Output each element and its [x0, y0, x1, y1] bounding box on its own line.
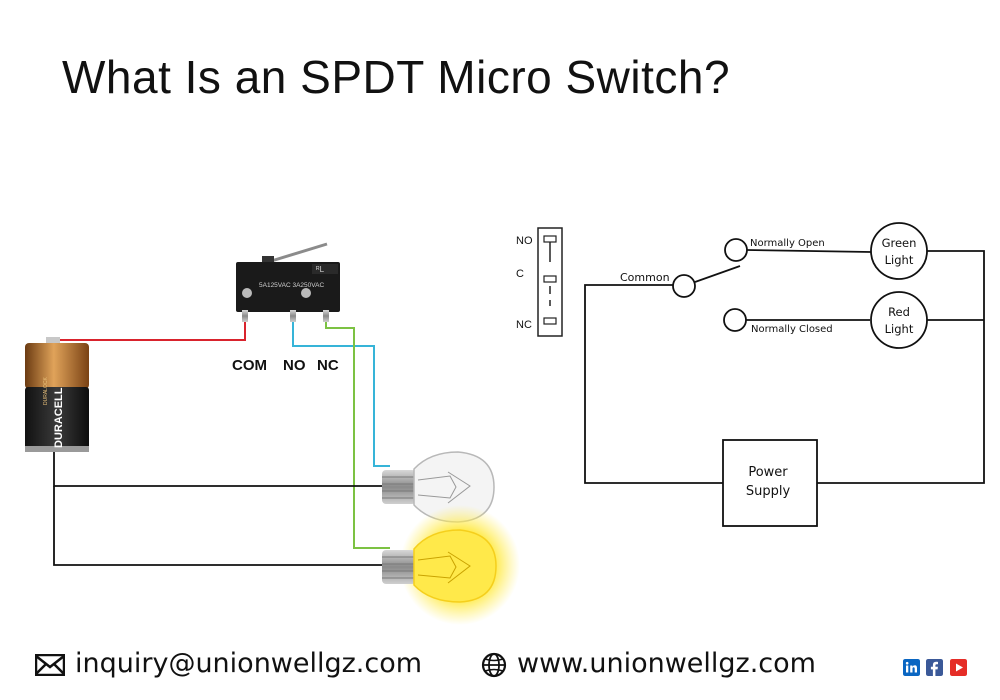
email-text[interactable]: inquiry@unionwellgz.com	[75, 648, 423, 679]
battery: DURACELL DURALOCK	[25, 337, 89, 452]
footer-email[interactable]: inquiry@unionwellgz.com	[34, 648, 423, 679]
common-terminal	[672, 274, 696, 298]
common-label: Common	[620, 271, 670, 284]
linkedin-icon[interactable]	[903, 659, 920, 677]
power-supply-label-line1: Power	[748, 465, 788, 480]
globe-icon	[481, 652, 507, 677]
green-light	[870, 222, 928, 280]
mail-icon	[34, 653, 66, 676]
switch-lever	[694, 265, 741, 283]
spdt-symbol	[537, 227, 563, 337]
schematic-left-wire	[584, 284, 723, 484]
normally-closed-label: Normally Closed	[751, 324, 833, 335]
facebook-icon[interactable]	[926, 659, 944, 677]
switch-rating: 5A125VAC 3A250VAC	[259, 282, 324, 289]
red-light-label-line1: Red	[888, 305, 910, 319]
nc-wire	[325, 322, 390, 549]
terminal-label-com: COM	[232, 357, 267, 374]
battery-brand: DURACELL	[53, 387, 65, 448]
switch-mark: ᴿL	[316, 265, 325, 274]
green-light-label-line1: Green	[882, 236, 917, 250]
symbol-label-nc: NC	[516, 319, 532, 331]
social-links	[903, 659, 969, 677]
symbol-label-no: NO	[516, 235, 533, 247]
no-terminal	[724, 238, 748, 262]
battery-small-text: DURALOCK	[43, 377, 49, 405]
micro-switch: 5A125VAC 3A250VAC ᴿL	[236, 242, 340, 322]
red-light	[870, 291, 928, 349]
power-supply-label-line2: Supply	[746, 484, 791, 499]
nc-terminal	[723, 308, 747, 332]
red-light-label-line2: Light	[885, 322, 914, 336]
power-supply-box	[722, 439, 818, 527]
schematic-right-wire	[817, 250, 985, 484]
schematic	[584, 222, 985, 527]
website-text[interactable]: www.unionwellgz.com	[517, 648, 816, 679]
terminal-label-no: NO	[283, 357, 306, 374]
off-bulb	[382, 451, 495, 523]
no-wire-schematic	[746, 249, 872, 253]
no-wire	[292, 322, 390, 467]
page-title: What Is an SPDT Micro Switch?	[62, 51, 731, 103]
normally-open-label: Normally Open	[750, 238, 825, 249]
footer-website[interactable]: www.unionwellgz.com	[481, 648, 816, 679]
wiring-illustration: DURACELL DURALOCK 5A125VAC 3A250VAC ᴿL C…	[25, 242, 520, 625]
ground-wire-upper	[53, 452, 382, 487]
lit-bulb	[382, 505, 520, 625]
ground-wire-lower	[53, 486, 382, 566]
symbol-label-c: C	[516, 268, 524, 280]
com-wire	[55, 320, 246, 341]
green-light-label-line2: Light	[885, 253, 914, 267]
terminal-label-nc: NC	[317, 357, 339, 374]
youtube-icon[interactable]	[949, 659, 967, 677]
